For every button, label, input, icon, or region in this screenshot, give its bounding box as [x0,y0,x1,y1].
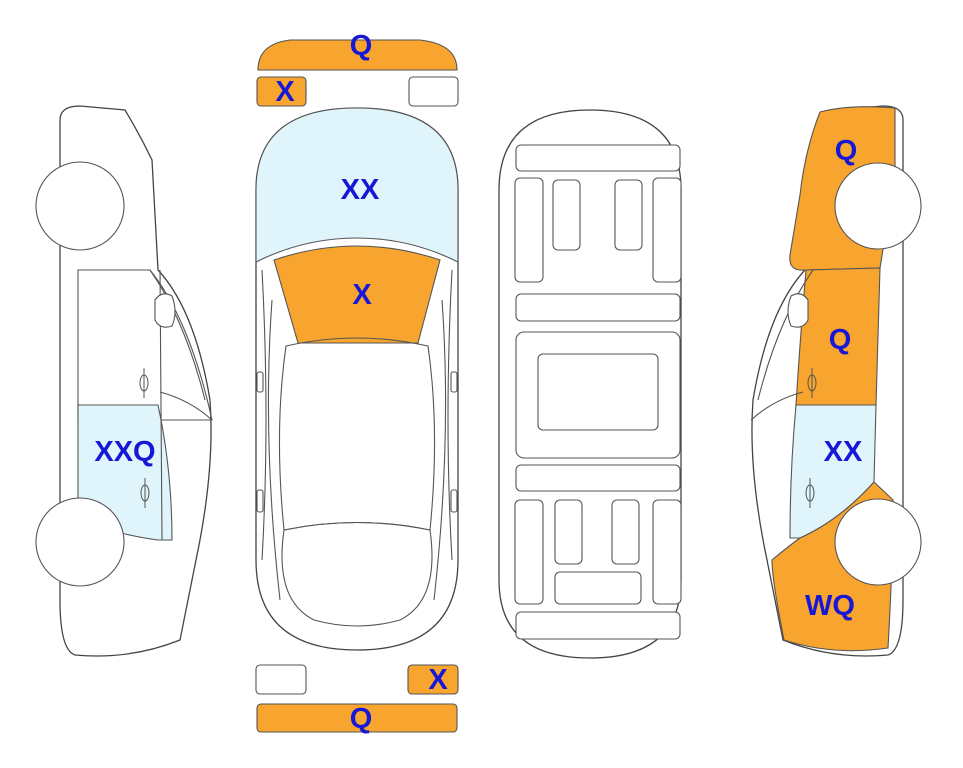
underside-panel [552,179,581,251]
underside-panel [614,179,643,251]
rear-right-lamp-label: X [428,664,448,696]
right-rear-handle-icon [805,478,815,508]
left-side-a-pillar [149,269,206,401]
top-view-side-line-right [447,269,453,561]
left-rear-wheel [35,497,125,587]
front-bumper[interactable] [257,39,458,71]
top-view-side-line-left [261,269,267,561]
underside-panel [515,144,681,172]
right-side-a-pillar [757,269,814,401]
underside-panel [554,571,642,605]
top-view-rear-window [281,521,433,627]
underside-panel [554,499,583,565]
underside-panel [514,177,544,283]
top-view-inner-line-right [433,299,447,601]
mirror-left [256,371,264,393]
windshield-label: XX [341,174,380,206]
right-front-door-label: Q [829,324,852,356]
left-door-handle-icon [139,368,149,398]
right-rear-quarter-label: WQ [805,590,855,622]
right-side-mirror [787,293,809,328]
left-rear-handle-icon [140,478,150,508]
rear-bumper-label: Q [350,703,373,735]
underside-panel [611,499,640,565]
handle-right [450,489,458,513]
right-front-wheel [834,162,922,250]
mirror-right [450,371,458,393]
right-front-fender-label: Q [835,135,858,167]
hood-panel[interactable] [273,245,441,344]
hood-label: X [352,279,372,311]
rear-right-lamp[interactable] [407,664,459,695]
right-rear-wheel [834,498,922,586]
underside-panel [515,293,681,322]
right-rear-door-glass-label: XX [824,436,863,468]
left-rear-door-glass-label: XXQ [94,436,155,468]
left-front-wheel [35,161,125,251]
front-left-lamp-label: X [275,76,295,108]
rear-left-lamp[interactable] [255,664,307,695]
top-view-inner-line-left [267,299,281,601]
underside-panel [652,177,682,283]
underside-panel [515,611,681,640]
right-side-window-line [750,391,804,421]
underside-panel [652,499,682,605]
right-door-handle-icon [807,368,817,398]
left-side-window-line [159,391,213,421]
front-left-lamp[interactable] [256,76,307,107]
front-bumper-label: Q [350,30,373,62]
underside-panel [515,464,681,492]
rear-bumper[interactable] [256,703,458,733]
underside-panel [537,353,659,431]
underside-panel [514,499,544,605]
front-right-lamp[interactable] [408,76,459,107]
windshield[interactable] [255,107,459,263]
left-side-mirror [154,293,176,328]
handle-left [256,489,264,513]
